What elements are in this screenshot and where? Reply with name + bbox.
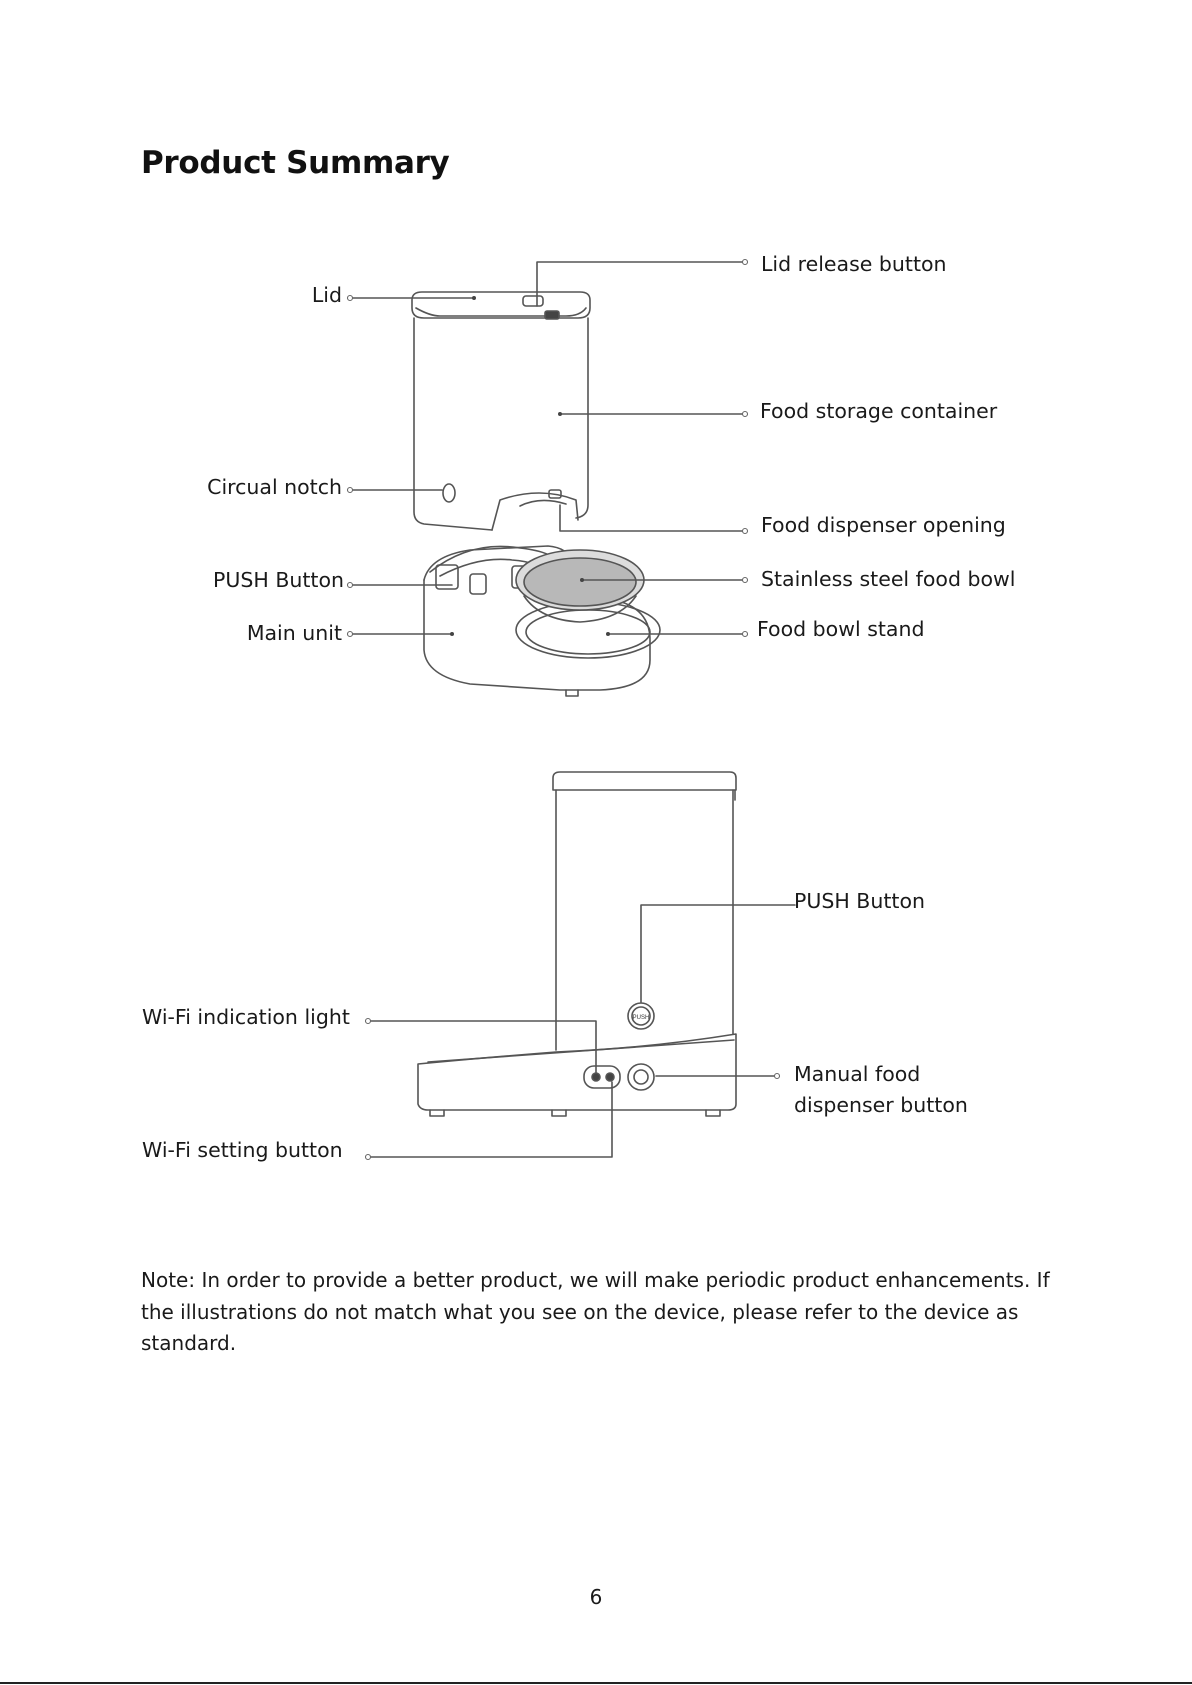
label-food-dispenser-opening: Food dispenser opening [761, 513, 1006, 537]
label-stainless-steel-food-bowl: Stainless steel food bowl [761, 567, 1016, 591]
push-mini-text: PUSH [633, 1015, 650, 1021]
label-lid: Lid [311, 283, 342, 307]
label-manual-food-line1: Manual food [794, 1062, 921, 1086]
label-wifi-setting-button: Wi-Fi setting button [142, 1138, 343, 1162]
side-view-drawing [417, 771, 737, 1117]
label-circual-notch: Circual notch [207, 475, 342, 499]
food-container-drawing [411, 291, 591, 531]
label-food-storage-container: Food storage container [760, 399, 998, 423]
label-lid-release-button: Lid release button [761, 252, 947, 276]
label-manual-food-line2: dispenser button [794, 1093, 968, 1117]
label-push-button-front: PUSH Button [213, 568, 344, 592]
page-number: 6 [589, 1585, 603, 1609]
label-wifi-indication-light: Wi-Fi indication light [142, 1005, 350, 1029]
page-bottom-rule [0, 1682, 1192, 1684]
label-main-unit: Main unit [246, 621, 342, 645]
note-paragraph: Note: In order to provide a better produ… [141, 1268, 1050, 1355]
label-push-button-rear: PUSH Button [794, 889, 925, 913]
page-title: Product Summary [141, 145, 450, 181]
label-food-bowl-stand: Food bowl stand [757, 617, 925, 641]
